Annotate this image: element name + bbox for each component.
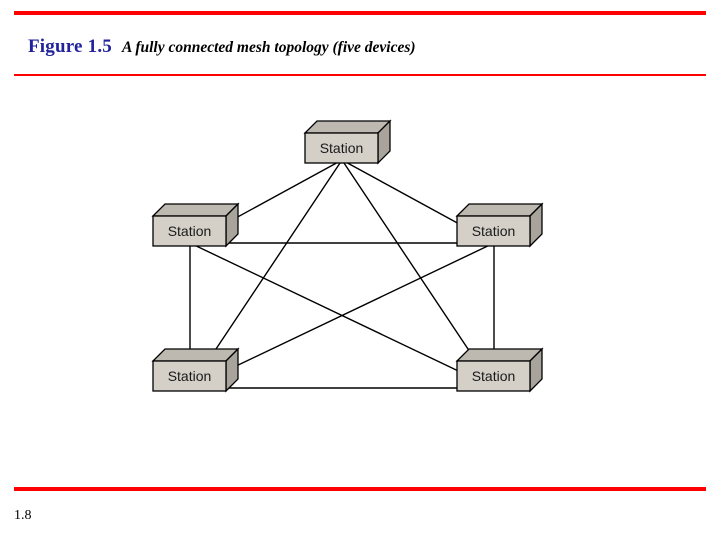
bottom-divider-rule — [14, 487, 706, 491]
figure-title: A fully connected mesh topology (five de… — [121, 39, 416, 56]
mesh-topology-diagram: Station Station Station Stati — [0, 85, 720, 480]
figure-caption: Figure 1.5 A fully connected mesh topolog… — [28, 36, 416, 58]
station-node-right-upper-label: Station — [472, 223, 516, 239]
station-node-left-upper[interactable]: Station — [151, 202, 240, 248]
page-number: 1.8 — [14, 508, 32, 523]
station-node-right-lower-label: Station — [472, 368, 516, 384]
mesh-links — [189, 159, 495, 389]
station-node-left-lower-label: Station — [168, 368, 212, 384]
station-node-right-upper[interactable]: Station — [455, 202, 544, 248]
figure-label: Figure 1.5 — [28, 36, 112, 57]
station-node-left-lower[interactable]: Station — [151, 347, 240, 393]
station-node-top-label: Station — [320, 140, 364, 156]
top-divider-rule — [14, 11, 706, 15]
station-node-top[interactable]: Station — [303, 119, 392, 165]
station-node-left-upper-label: Station — [168, 223, 212, 239]
caption-divider-rule — [14, 74, 706, 76]
station-node-right-lower[interactable]: Station — [455, 347, 544, 393]
